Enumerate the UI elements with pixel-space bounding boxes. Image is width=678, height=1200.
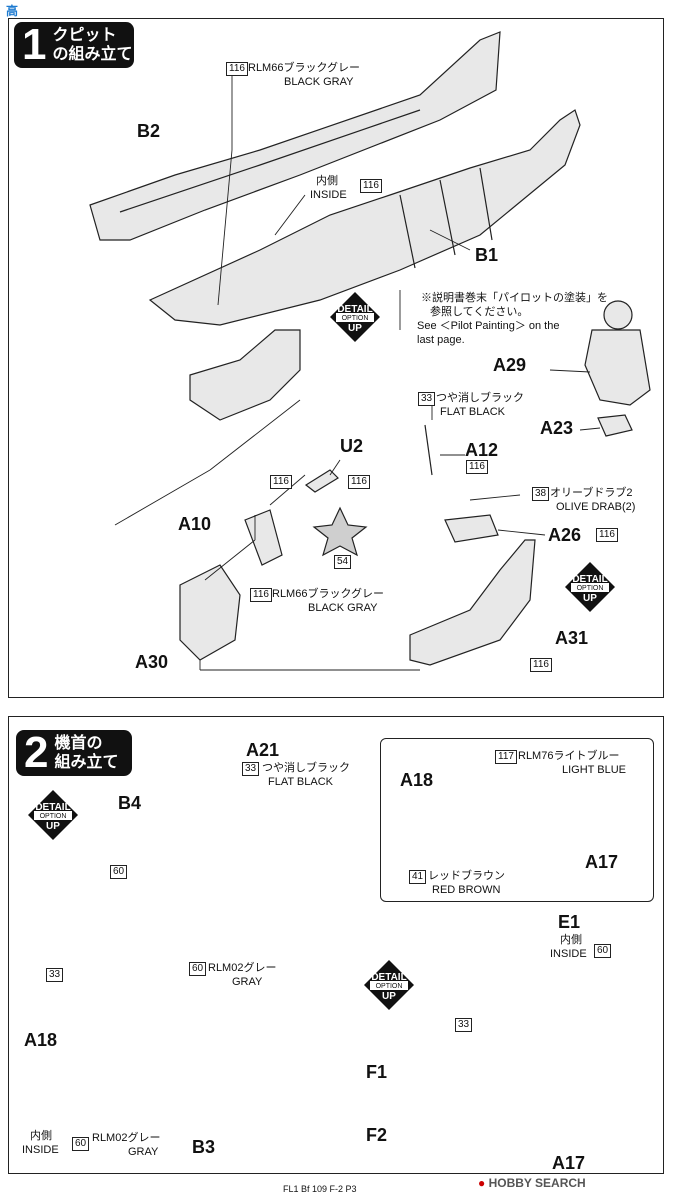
code-38: 38 <box>532 487 550 501</box>
step1-title-1: クピット <box>52 27 117 44</box>
pilot-note-en1: See ＜Pilot Painting＞ on the <box>417 320 560 332</box>
detail-1-word3: UP <box>348 323 362 334</box>
code-33-right: 33 <box>455 1018 473 1032</box>
part-a29: A29 <box>493 355 527 375</box>
gray-2: GRAY <box>128 1146 159 1158</box>
step2-title-1: 機首の <box>54 735 103 752</box>
red-brown-jp: レッドブラウン <box>428 870 505 882</box>
detail-4-word3: UP <box>382 991 396 1002</box>
red-brown-en: RED BROWN <box>432 884 501 896</box>
inside-jp-b3: 内側 <box>30 1130 52 1142</box>
detail-3-word3: UP <box>46 821 60 832</box>
detail-1-word1: DETAIL <box>337 304 373 315</box>
step2-badge: 2 機首の 組み立て <box>16 730 132 776</box>
code-116-inside: 116 <box>360 179 382 193</box>
detail-4-word2: OPTION <box>375 983 403 990</box>
detail-badge-1: DETAIL OPTION UP <box>330 292 380 342</box>
code-116-a31: 116 <box>530 658 552 672</box>
olive-en: OLIVE DRAB(2) <box>556 501 636 513</box>
rlm66-label-a30: RLM66ブラックグレー <box>272 588 385 600</box>
step2-title-2: 組み立て <box>54 754 119 771</box>
pilot-note-jp2: 参照してください。 <box>430 306 529 318</box>
watermark-top: 高 <box>6 4 19 18</box>
part-a17-inset: A17 <box>585 852 619 872</box>
black-gray-top: BLACK GRAY <box>284 76 354 88</box>
site-logo: ● HOBBY SEARCH <box>478 1176 586 1190</box>
detail-2-word2: OPTION <box>576 585 604 592</box>
code-33-nose: 33 <box>46 968 64 982</box>
step1-title-2: の組み立て <box>52 46 133 63</box>
part-e1: E1 <box>558 912 581 932</box>
code-60-rlm02: 60 <box>189 962 207 976</box>
rlm76-jp: RLM76ライトブルー <box>518 750 620 762</box>
rlm02-jp-2: RLM02グレー <box>92 1132 161 1144</box>
part-a26: A26 <box>548 525 582 545</box>
inside-en: INSIDE <box>310 189 347 201</box>
inside-en-e1: INSIDE <box>550 948 587 960</box>
rlm66-label-top: RLM66ブラックグレー <box>248 62 361 74</box>
part-a21: A21 <box>246 740 280 760</box>
part-b3: B3 <box>192 1137 216 1157</box>
code-41: 41 <box>409 870 427 884</box>
part-a30: A30 <box>135 652 169 672</box>
detail-3-word2: OPTION <box>39 813 67 820</box>
part-f1: F1 <box>366 1062 388 1082</box>
code-116-top: 116 <box>226 62 248 76</box>
part-b4: B4 <box>118 793 142 813</box>
site-logo-icon: ● <box>478 1176 486 1190</box>
code-60-b4: 60 <box>110 865 128 879</box>
detail-3-word1: DETAIL <box>35 802 71 813</box>
step2-number: 2 <box>24 728 49 777</box>
part-b1: B1 <box>475 245 499 265</box>
detail-badge-3: DETAIL OPTION UP <box>28 790 78 840</box>
code-117: 117 <box>495 750 517 764</box>
detail-1-word2: OPTION <box>341 315 369 322</box>
part-a23: A23 <box>540 418 574 438</box>
flat-black-en-2: FLAT BLACK <box>268 776 334 788</box>
part-u2: U2 <box>340 436 364 456</box>
inside-jp-e1: 内側 <box>560 934 582 946</box>
part-a17-bottom: A17 <box>552 1153 586 1173</box>
footer-text: FL1 Bf 109 F-2 P3 <box>283 1184 357 1194</box>
part-f2: F2 <box>366 1125 388 1145</box>
inside-en-b3: INSIDE <box>22 1144 59 1156</box>
part-a18-inset: A18 <box>400 770 434 790</box>
code-116-u2-right: 116 <box>348 475 370 489</box>
part-a31: A31 <box>555 628 589 648</box>
code-116-a12: 116 <box>466 460 488 474</box>
code-60-e1: 60 <box>594 944 612 958</box>
detail-2-word3: UP <box>583 593 597 604</box>
part-a12: A12 <box>465 440 499 460</box>
code-33-a21: 33 <box>242 762 260 776</box>
pilot-note-jp1: ※説明書巻末「パイロットの塗装」を <box>421 292 608 304</box>
flat-black-jp-1: つや消しブラック <box>436 392 524 404</box>
black-gray-a30: BLACK GRAY <box>308 602 378 614</box>
code-54: 54 <box>334 555 352 569</box>
light-blue: LIGHT BLUE <box>562 764 626 776</box>
code-116-a26: 116 <box>596 528 618 542</box>
detail-4-word1: DETAIL <box>371 972 407 983</box>
part-b2: B2 <box>137 121 161 141</box>
inside-jp: 内側 <box>316 175 338 187</box>
step1-number: 1 <box>22 20 47 69</box>
site-logo-text: HOBBY SEARCH <box>488 1176 586 1190</box>
code-116-u2-left: 116 <box>270 475 292 489</box>
detail-2-word1: DETAIL <box>572 574 608 585</box>
flat-black-en-1: FLAT BLACK <box>440 406 506 418</box>
olive-jp: オリーブドラブ2 <box>550 487 633 499</box>
code-33-step1: 33 <box>418 392 436 406</box>
flat-black-jp-2: つや消しブラック <box>262 762 350 774</box>
pilot-note-en2: last page. <box>417 334 465 346</box>
step1-badge: 1 クピット の組み立て <box>14 22 134 68</box>
part-a18-left: A18 <box>24 1030 58 1050</box>
gray-1: GRAY <box>232 976 263 988</box>
code-116-a30: 116 <box>250 588 272 602</box>
detail-badge-4: DETAIL OPTION UP <box>364 960 414 1010</box>
rlm02-jp-1: RLM02グレー <box>208 962 277 974</box>
code-60-b3: 60 <box>72 1137 90 1151</box>
detail-badge-2: DETAIL OPTION UP <box>565 562 615 612</box>
part-a10: A10 <box>178 514 212 534</box>
